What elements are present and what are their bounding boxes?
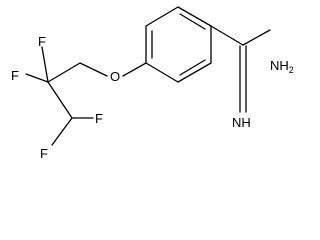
cf2-to-f1-bond	[41, 46, 49, 83]
c-nh2-bond	[242, 29, 271, 46]
side-chain	[25, 46, 147, 146]
ring-to-o-bond	[122, 62, 147, 77]
ring-double-bond-2	[179, 59, 206, 76]
atom-label-nh2: NH2	[270, 58, 294, 75]
benzene-ring	[145, 6, 212, 83]
atom-label-f4: F	[40, 146, 48, 160]
cf2-to-chf2-bond	[47, 81, 73, 119]
atom-label-f3: F	[95, 111, 103, 126]
ch2-to-cf2-bond	[47, 62, 81, 83]
nh2-subscript: 2	[289, 65, 294, 75]
chf2-to-f4-bond	[51, 117, 73, 146]
cf2-to-f2-bond	[25, 73, 49, 83]
ring-bond-3	[177, 62, 212, 83]
atom-label-o: O	[110, 69, 120, 84]
atom-label-nh: NH	[232, 115, 251, 130]
ring-to-amidine-bond	[210, 25, 244, 46]
ring-bond-6	[145, 6, 179, 27]
ring-double-bond-1	[179, 13, 206, 30]
ring-bond-1	[177, 6, 212, 27]
nh2-main-text: NH	[270, 58, 289, 73]
atom-label-f2: F	[11, 68, 19, 83]
atom-label-f1: F	[38, 34, 46, 49]
amidine-group	[210, 25, 271, 113]
atom-labels: F F F F O NH2 NH	[11, 34, 294, 160]
structure-diagram: F F F F O NH2 NH	[11, 6, 294, 160]
o-to-ch2-bond	[79, 62, 108, 77]
ring-bond-4	[145, 62, 179, 83]
